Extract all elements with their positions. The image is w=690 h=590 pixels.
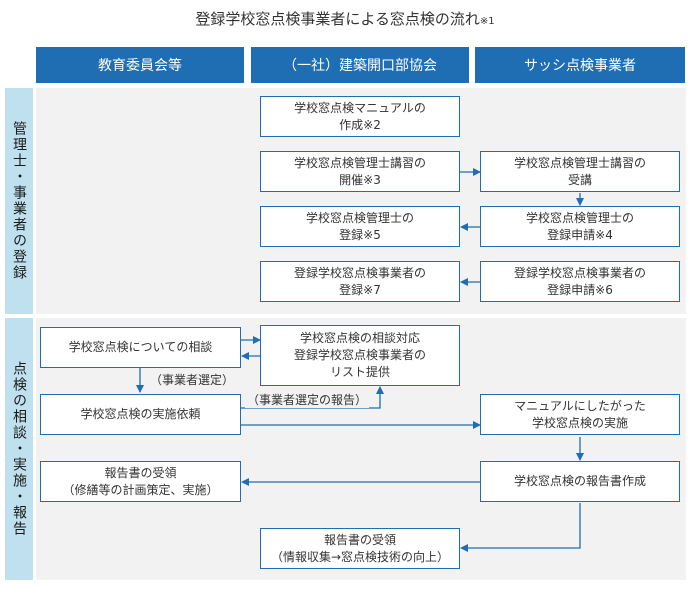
section-label-inspection: 点検の相談・実施・報告 [5, 318, 33, 580]
edge-label-select: （事業者選定） [148, 371, 237, 388]
node-request: 学校窓点検の実施依頼 [40, 394, 241, 435]
title-note: ※1 [479, 16, 495, 27]
column-header-board-of-education: 教育委員会等 [36, 47, 244, 83]
node-consult: 学校窓点検についての相談 [40, 327, 241, 368]
node-consult-response: 学校窓点検の相談対応 登録学校窓点検事業者の リスト提供 [260, 325, 460, 386]
node-course-held: 学校窓点検管理士講習の 開催※3 [260, 151, 460, 192]
node-registration: 学校窓点検管理士の 登録※5 [260, 206, 460, 247]
section-label-inspection-text: 点検の相談・実施・報告 [11, 361, 27, 537]
node-course-taken: 学校窓点検管理士講習の 受講 [480, 151, 680, 192]
node-application: 学校窓点検管理士の 登録申請※4 [480, 206, 680, 247]
column-header-sash-inspector: サッシ点検事業者 [475, 47, 685, 83]
edge-label-select-report: （事業者選定の報告） [245, 391, 370, 408]
node-report-created: 学校窓点検の報告書作成 [480, 461, 680, 502]
section-label-registration-text: 管理士・事業者の登録 [11, 121, 27, 281]
node-manual: 学校窓点検マニュアルの 作成※2 [260, 96, 460, 137]
column-header-association: （一社）建築開口部協会 [251, 47, 469, 83]
node-inspection: マニュアルにしたがった 学校窓点検の実施 [480, 394, 680, 435]
node-report-received: 報告書の受領 （修繕等の計画策定、実施） [40, 461, 241, 502]
node-report-received-assoc: 報告書の受領 （情報収集→窓点検技術の向上） [260, 528, 460, 569]
diagram-title: 登録学校窓点検事業者による窓点検の流れ※1 [0, 8, 690, 29]
arrow-report-to-association [460, 503, 581, 552]
node-biz-application: 登録学校窓点検事業者の 登録申請※6 [480, 261, 680, 302]
arrow-request-to-response [240, 386, 384, 409]
section-label-registration: 管理士・事業者の登録 [5, 88, 33, 314]
title-text: 登録学校窓点検事業者による窓点検の流れ [195, 10, 480, 28]
node-biz-registration: 登録学校窓点検事業者の 登録※7 [260, 261, 460, 302]
